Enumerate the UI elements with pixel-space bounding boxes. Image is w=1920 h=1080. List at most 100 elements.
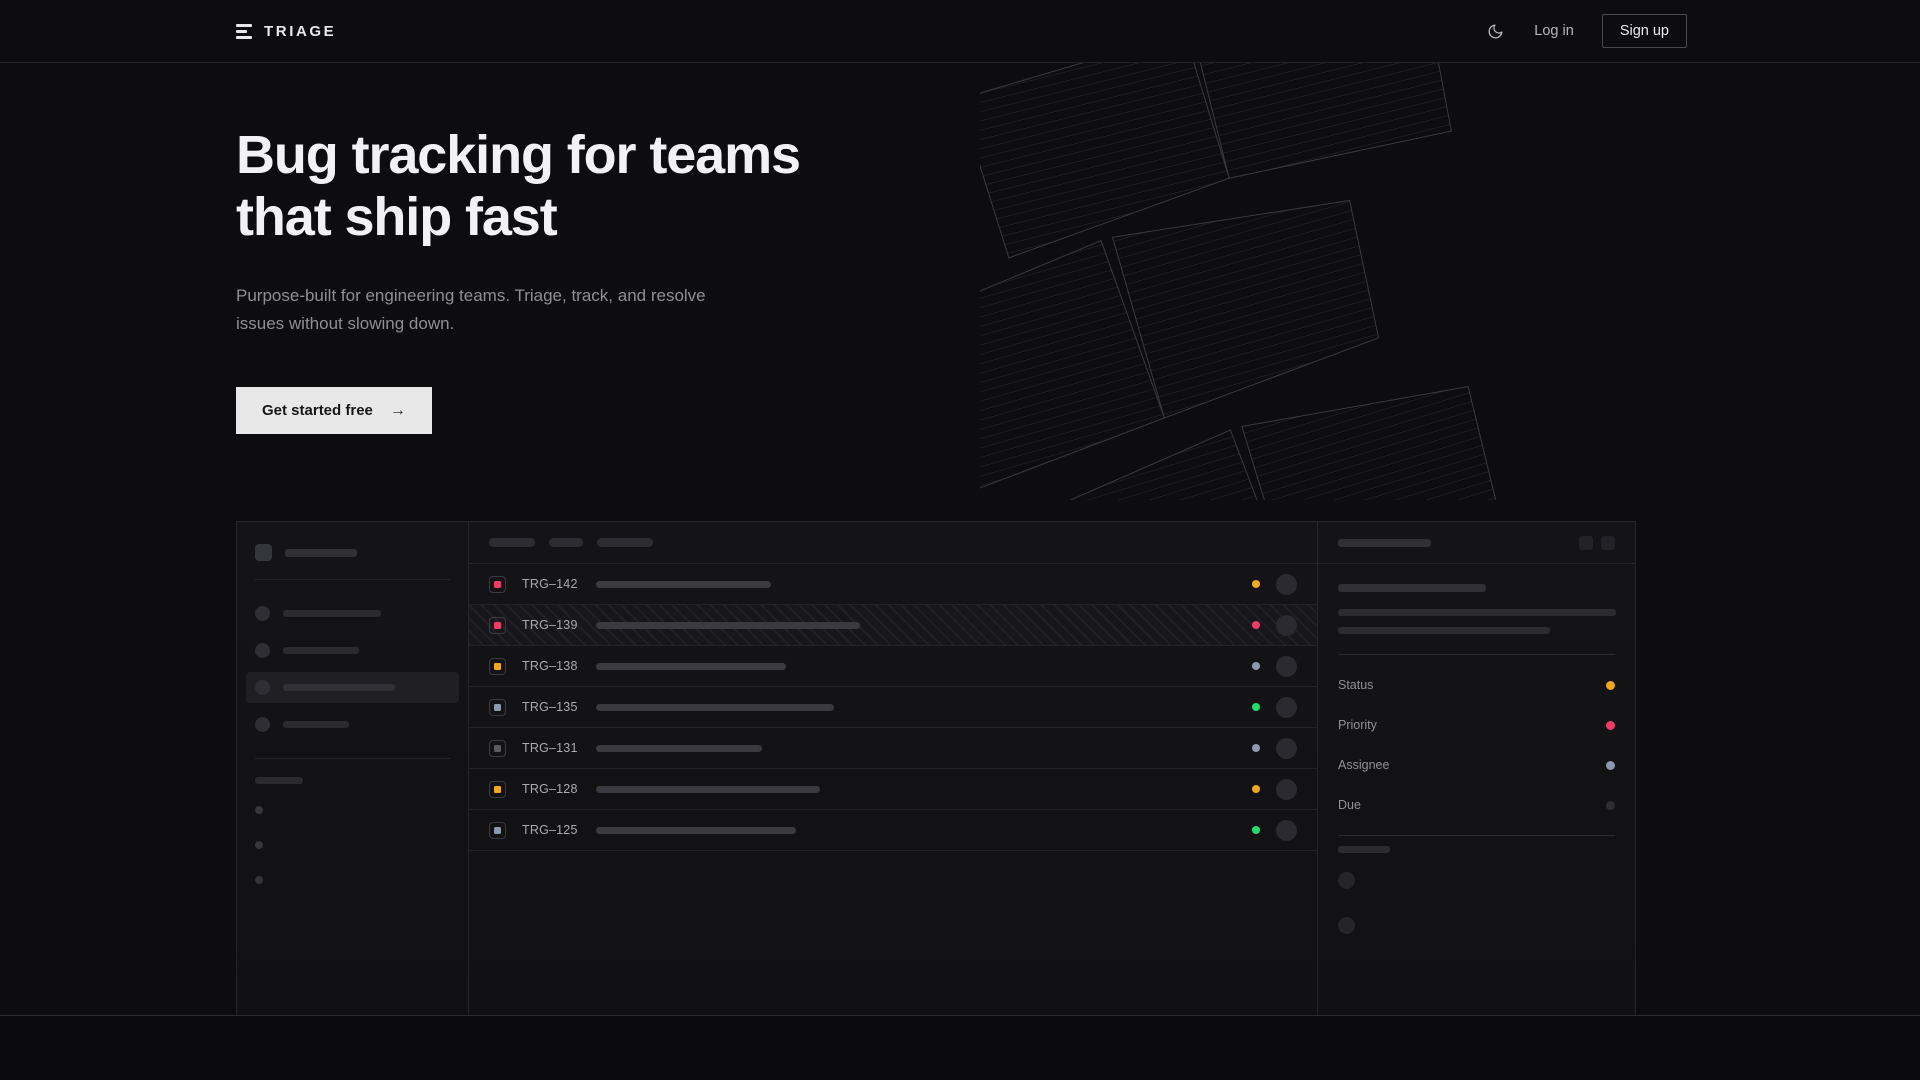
table-row[interactable]: TRG–135 — [469, 687, 1317, 728]
avatar[interactable] — [1276, 573, 1297, 595]
page-title: Bug tracking for teams that ship fast — [236, 125, 996, 248]
heading-line-1: Bug tracking for teams — [236, 125, 801, 185]
detail-field-value-dot — [1606, 760, 1615, 770]
issue-title-skeleton — [596, 785, 820, 793]
sidebar-sub-item-dot[interactable] — [255, 806, 263, 814]
sidebar-item-label-skeleton — [283, 610, 381, 617]
table-row[interactable]: TRG–131 — [469, 728, 1317, 769]
hero-section: Bug tracking for teams that ship fast Pu… — [236, 125, 996, 435]
list-item — [1338, 910, 1615, 941]
issue-title-skeleton — [596, 621, 860, 629]
sidebar-item-label-skeleton — [283, 721, 349, 728]
avatar[interactable] — [1276, 778, 1297, 800]
detail-action-2-icon[interactable] — [1601, 535, 1615, 550]
detail-field-label: Due — [1338, 798, 1361, 812]
detail-field-value-dot — [1606, 720, 1615, 730]
brand-logo[interactable]: TRIAGE — [236, 23, 336, 40]
sidebar-sub-item-dot[interactable] — [255, 876, 263, 884]
sidebar-item-icon — [255, 717, 270, 732]
filter-chip-1[interactable] — [489, 538, 535, 547]
priority-indicator-icon — [489, 657, 506, 675]
issue-key: TRG–142 — [522, 577, 578, 591]
detail-field-due[interactable]: Due — [1338, 785, 1615, 825]
sidebar-sub-items — [255, 806, 450, 884]
sidebar-divider-2 — [255, 758, 450, 759]
sidebar-item-icon — [255, 643, 270, 658]
sidebar-nav-list — [246, 598, 459, 740]
heading-line-2: that ship fast — [236, 186, 558, 247]
list-item — [1338, 865, 1615, 896]
sidebar-nav-item-1[interactable] — [246, 598, 459, 629]
detail-comments-label-skeleton — [1338, 846, 1390, 853]
issue-key: TRG–135 — [522, 700, 578, 714]
workspace-avatar-icon — [255, 544, 272, 561]
avatar[interactable] — [1276, 614, 1297, 636]
priority-indicator-icon — [489, 821, 506, 839]
avatar[interactable] — [1276, 819, 1297, 841]
status-badge — [1252, 580, 1260, 588]
issue-key: TRG–128 — [522, 782, 578, 796]
signup-button[interactable]: Sign up — [1601, 14, 1687, 48]
sidebar-nav-item-4[interactable] — [246, 709, 459, 740]
filter-chip-2[interactable] — [549, 538, 583, 547]
detail-field-status[interactable]: Status — [1338, 665, 1615, 705]
brand-name: TRIAGE — [264, 22, 337, 40]
detail-divider-2 — [1338, 835, 1615, 836]
avatar[interactable] — [1276, 696, 1297, 718]
table-row[interactable]: TRG–125 — [469, 810, 1317, 851]
sidebar-nav-item-2[interactable] — [246, 635, 459, 666]
sidebar-section-label-skeleton — [255, 777, 303, 784]
sidebar-item-icon — [255, 606, 270, 621]
detail-field-priority[interactable]: Priority — [1338, 705, 1615, 745]
comment-avatar — [1338, 872, 1355, 889]
header-nav: Log in Sign up — [1484, 14, 1687, 48]
login-link[interactable]: Log in — [1534, 23, 1574, 39]
detail-field-value-dot — [1606, 800, 1615, 810]
detail-action-1-icon[interactable] — [1579, 535, 1593, 550]
get-started-button[interactable]: Get started free → — [236, 387, 432, 435]
arrow-right-icon: → — [389, 401, 406, 419]
moon-icon[interactable] — [1484, 20, 1506, 42]
detail-text-skeleton-1 — [1338, 609, 1616, 616]
issue-title-skeleton — [596, 744, 762, 752]
hatched-panels-decoration — [980, 40, 1800, 500]
table-row[interactable]: TRG–139 — [469, 605, 1317, 646]
workspace-name-skeleton — [285, 548, 357, 557]
avatar[interactable] — [1276, 737, 1297, 759]
sidebar-sub-item-dot[interactable] — [255, 841, 263, 849]
stacked-bars-logo-icon — [236, 23, 252, 39]
issue-toolbar — [469, 522, 1317, 564]
page-divider — [0, 1015, 1920, 1016]
status-badge — [1252, 662, 1260, 670]
cta-label: Get started free — [262, 402, 373, 420]
priority-indicator-icon — [489, 739, 506, 757]
mockup-sidebar — [237, 522, 469, 1015]
detail-field-label: Assignee — [1338, 758, 1390, 772]
status-badge — [1252, 744, 1260, 752]
table-row[interactable]: TRG–128 — [469, 769, 1317, 810]
detail-divider-1 — [1338, 654, 1615, 655]
sidebar-nav-item-3[interactable] — [246, 672, 459, 703]
avatar[interactable] — [1276, 655, 1297, 677]
table-row[interactable]: TRG–142 — [469, 564, 1317, 605]
detail-text-skeleton-2 — [1338, 627, 1550, 634]
detail-field-assignee[interactable]: Assignee — [1338, 745, 1615, 785]
issue-title-skeleton — [596, 662, 786, 670]
status-badge — [1252, 621, 1260, 629]
footer-band — [0, 1016, 1920, 1080]
filter-chip-3[interactable] — [597, 538, 653, 547]
table-row[interactable]: TRG–138 — [469, 646, 1317, 687]
decoration-svg — [980, 40, 1502, 500]
detail-field-value-dot — [1606, 680, 1615, 690]
issue-key: TRG–138 — [522, 659, 578, 673]
sidebar-item-label-skeleton — [283, 647, 359, 654]
detail-comment-list — [1338, 865, 1615, 941]
issue-title-skeleton — [596, 703, 834, 711]
workspace-switcher[interactable] — [255, 544, 450, 561]
